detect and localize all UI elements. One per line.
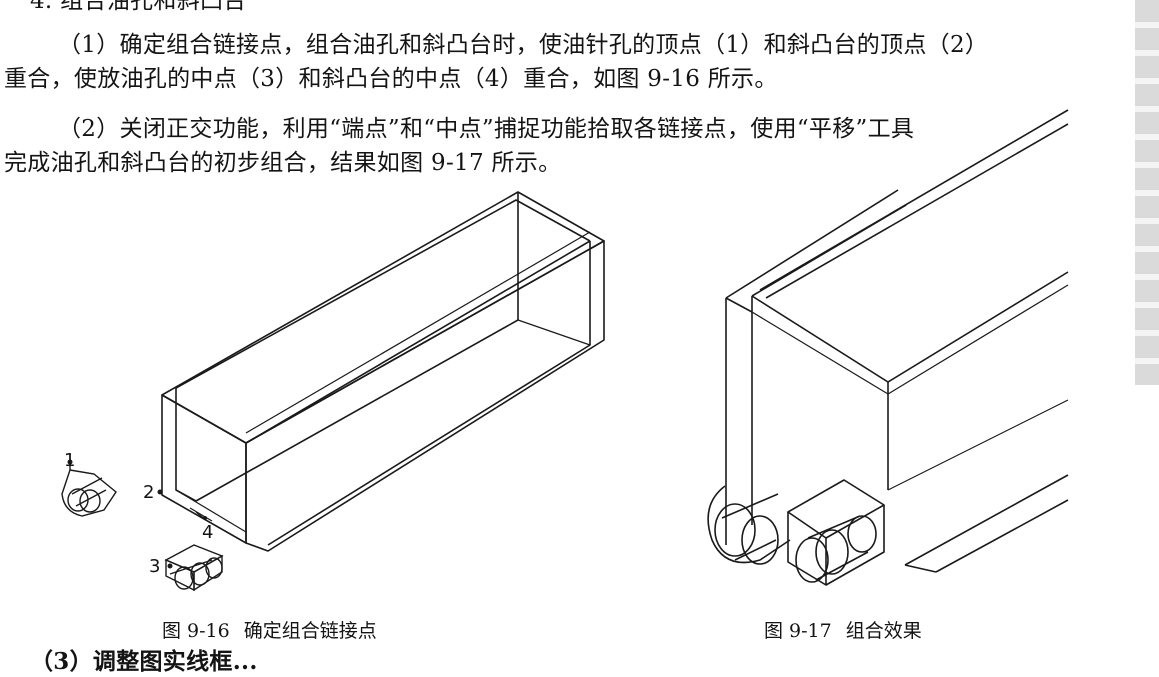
figure-9-16-drawing: 1 2 3 4 — [61, 109, 1069, 592]
scan-edge-strip — [1135, 0, 1159, 385]
figure-9-17-title: 组合效果 — [845, 620, 922, 642]
paragraph-2-line-2: 完成油孔和斜凸台的初步组合，结果如图 9-17 所示。 — [4, 150, 562, 176]
label-point-4: 4 — [202, 522, 213, 543]
point-2-marker — [157, 489, 163, 495]
paragraph-1-line-1: （1）确定组合链接点，组合油孔和斜凸台时，使油针孔的顶点（1）和斜凸台的顶点（2… — [58, 32, 989, 58]
drain-hole-part — [164, 544, 224, 592]
cut-off-next-line: （3）调整图实线框... — [30, 648, 258, 675]
label-point-2: 2 — [143, 482, 154, 503]
point-1-marker — [67, 459, 73, 465]
paragraph-2-line-1: （2）关闭正交功能，利用“端点”和“中点”捕捉功能拾取各链接点，使用“平移”工具 — [58, 116, 915, 142]
label-point-1: 1 — [64, 450, 75, 471]
point-4-marker — [203, 516, 207, 520]
figure-9-17-drawing — [707, 109, 1069, 586]
oil-needle-hole-part — [61, 462, 117, 517]
box-right-face — [245, 240, 605, 552]
section-heading: 4. 组合油孔和斜凸台 — [30, 0, 247, 14]
figure-9-16-number: 图 9-16 — [162, 620, 230, 642]
document-page: 4. 组合油孔和斜凸台 （1）确定组合链接点，组合油孔和斜凸台时，使油针孔的顶点… — [4, 0, 1159, 675]
figure-9-16-title: 确定组合链接点 — [243, 620, 377, 642]
point-3-marker — [167, 563, 173, 569]
paragraph-1-line-2: 重合，使放油孔的中点（3）和斜凸台的中点（4）重合，如图 9-16 所示。 — [4, 66, 778, 92]
figure-9-17-number: 图 9-17 — [764, 620, 832, 642]
box-front-face — [161, 394, 247, 544]
figure-9-16-caption: 图 9-16 确定组合链接点 — [162, 619, 377, 643]
box-top-face — [161, 191, 605, 444]
label-point-3: 3 — [149, 556, 160, 577]
figure-9-17-caption: 图 9-17 组合效果 — [764, 619, 922, 643]
